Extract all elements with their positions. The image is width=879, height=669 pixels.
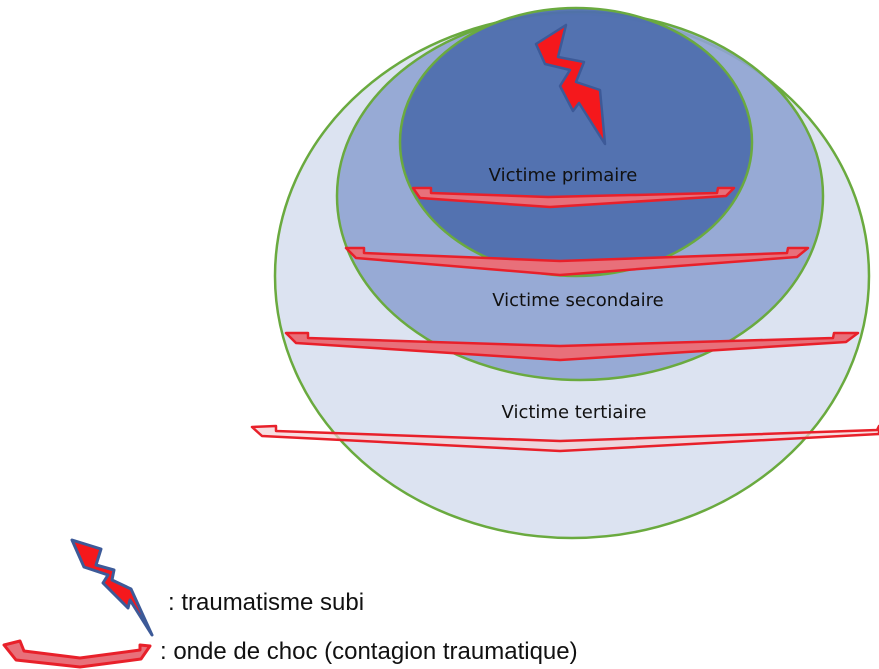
shockwave-arc-outer bbox=[250, 424, 879, 453]
legend-shockwave-arc-icon bbox=[2, 639, 152, 669]
legend-trauma-text: : traumatisme subi bbox=[168, 589, 364, 616]
shockwave-arc-tertiary bbox=[284, 331, 860, 362]
primary-victim-label: Victime primaire bbox=[489, 165, 638, 186]
shockwave-arc-primary bbox=[411, 186, 736, 209]
legend-lightning-bolt-icon bbox=[70, 538, 154, 637]
lightning-bolt-icon bbox=[534, 23, 607, 146]
secondary-victim-label: Victime secondaire bbox=[492, 290, 664, 311]
tertiary-victim-label: Victime tertiaire bbox=[502, 402, 647, 423]
shockwave-arc-secondary bbox=[344, 246, 810, 277]
legend-wave-text: : onde de choc (contagion traumatique) bbox=[160, 638, 578, 665]
primary-victim-zone bbox=[398, 6, 754, 278]
